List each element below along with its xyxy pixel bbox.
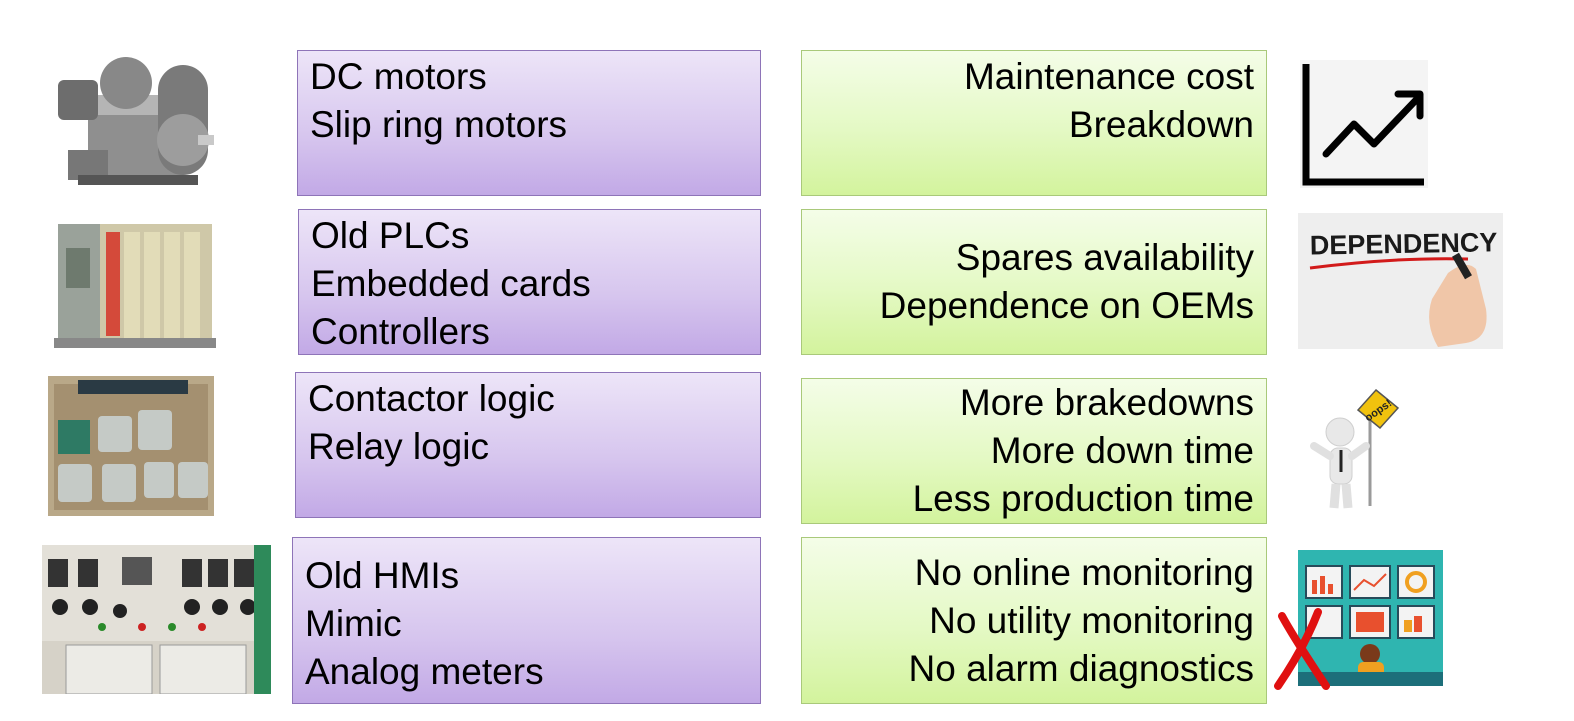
equipment-item: Embedded cards xyxy=(311,263,591,304)
equipment-box-3: Contactor logic Relay logic xyxy=(295,372,761,518)
equipment-box-2: Old PLCs Embedded cards Controllers xyxy=(298,209,761,355)
dependency-handwriting-image: DEPENDENCY xyxy=(1298,213,1503,349)
equipment-box-4: Old HMIs Mimic Analog meters xyxy=(292,537,761,704)
equipment-item: Old PLCs xyxy=(311,215,470,256)
cross-mark-icon xyxy=(1274,608,1330,690)
impact-box-3: More brakedowns More down time Less prod… xyxy=(801,378,1267,524)
impact-item: Dependence on OEMs xyxy=(879,285,1254,326)
monitoring-dashboard-illustration xyxy=(1298,550,1443,686)
dc-motor-photo xyxy=(58,57,214,185)
equipment-item: Mimic xyxy=(305,603,402,644)
impact-box-1: Maintenance cost Breakdown xyxy=(801,50,1267,196)
impact-item: Less production time xyxy=(912,478,1254,519)
impact-item: More brakedowns xyxy=(959,382,1254,423)
equipment-box-1: DC motors Slip ring motors xyxy=(297,50,761,196)
equipment-item: Contactor logic xyxy=(308,378,555,419)
impact-item: No online monitoring xyxy=(914,551,1254,593)
equipment-item: Controllers xyxy=(311,311,490,352)
impact-item: More down time xyxy=(990,430,1254,471)
impact-item: No utility monitoring xyxy=(929,599,1254,641)
impact-item: No alarm diagnostics xyxy=(908,647,1254,689)
equipment-item: DC motors xyxy=(310,56,487,97)
dependency-word: DEPENDENCY xyxy=(1310,227,1498,260)
rising-cost-chart-icon xyxy=(1300,60,1428,188)
oops-sign-figure-image: oops! xyxy=(1308,388,1406,512)
equipment-item: Old HMIs xyxy=(305,555,460,596)
equipment-item: Slip ring motors xyxy=(310,104,568,145)
equipment-item: Analog meters xyxy=(305,651,544,692)
equipment-item: Relay logic xyxy=(308,426,489,467)
plc-rack-photo xyxy=(54,224,216,348)
impact-item: Maintenance cost xyxy=(963,56,1254,97)
control-panel-photo xyxy=(42,545,271,694)
impact-item: Breakdown xyxy=(1068,104,1254,145)
relay-board-photo xyxy=(48,376,214,516)
impact-box-4: No online monitoring No utility monitori… xyxy=(801,537,1267,704)
impact-box-2: Spares availability Dependence on OEMs xyxy=(801,209,1267,355)
impact-item: Spares availability xyxy=(955,237,1254,278)
